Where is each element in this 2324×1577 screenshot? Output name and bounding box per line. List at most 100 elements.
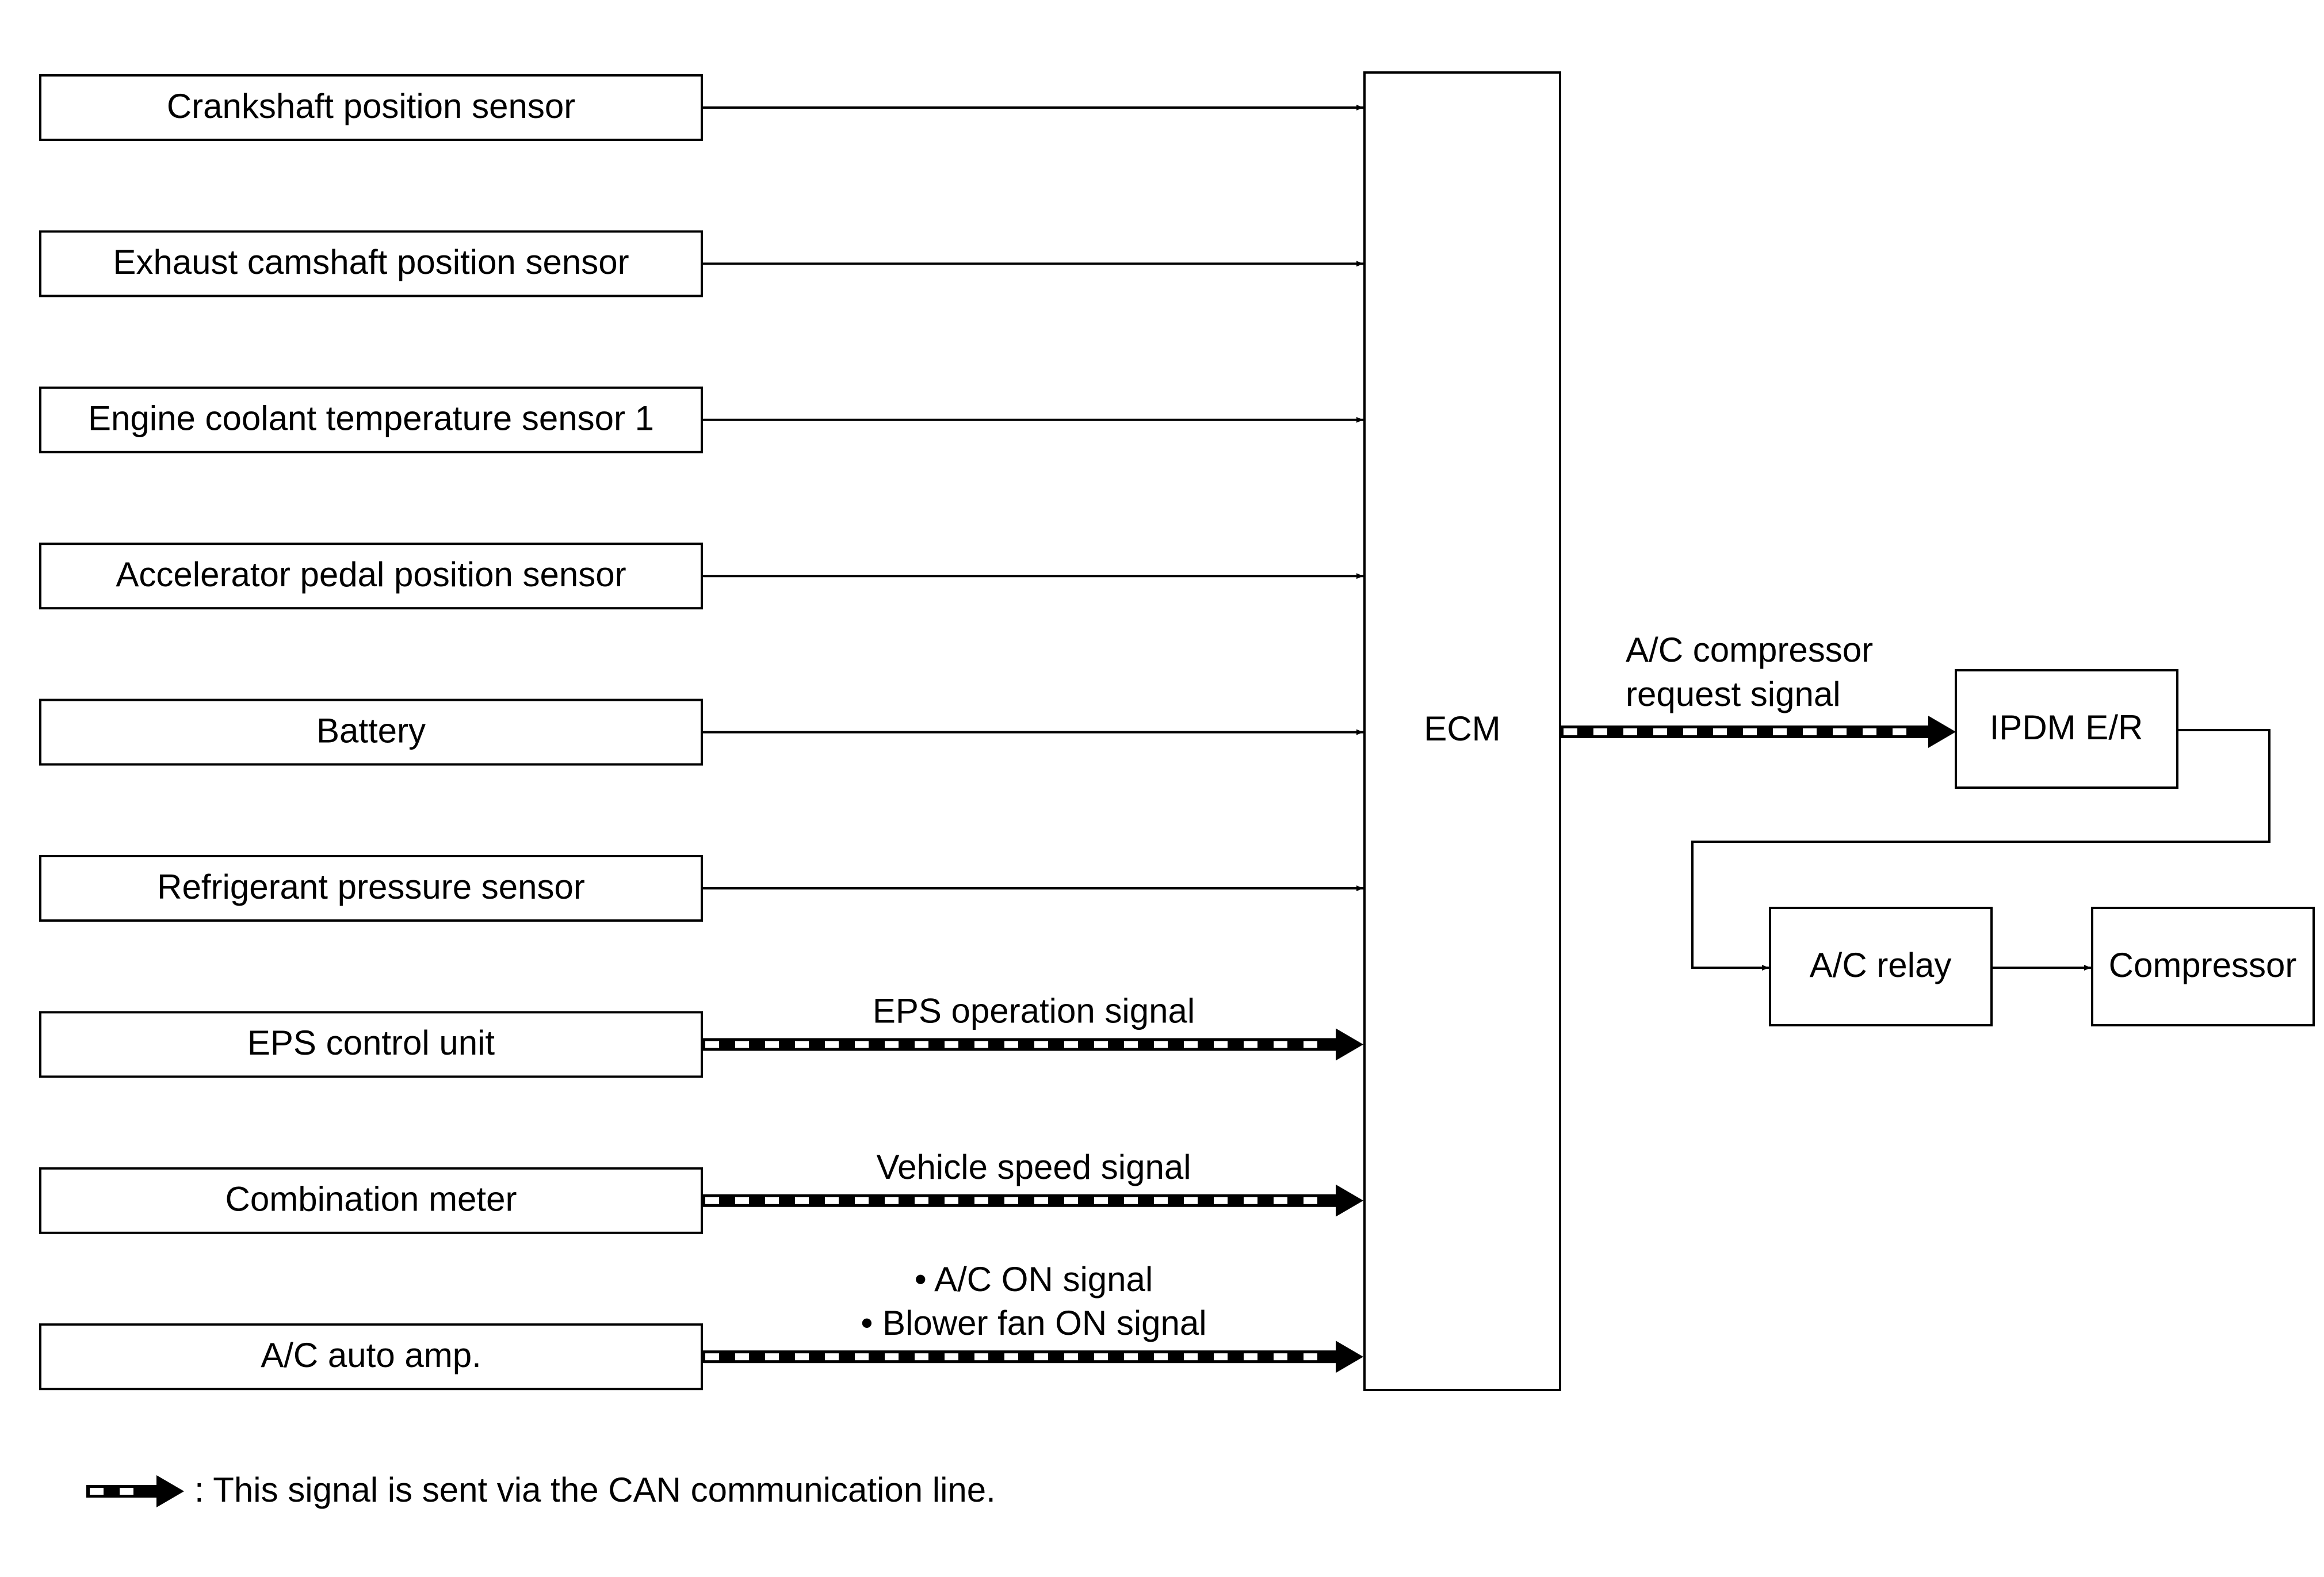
can-dash [1124,1197,1138,1204]
ac-relay-label: A/C relay [1810,946,1952,984]
input-box [39,1167,703,1234]
can-dash [1124,1353,1138,1361]
ipdm-box [1955,669,2178,789]
can-dash [1184,1041,1198,1048]
can-dash [885,1041,899,1048]
can-dash [1184,1353,1198,1361]
can-dash [1244,1197,1257,1204]
can-dash [735,1197,749,1204]
input-box [39,386,703,453]
signal-label: EPS operation signal [873,991,1195,1030]
can-dash [765,1353,779,1361]
ecm-label: ECM [1424,709,1500,748]
input-label: Battery [316,711,426,750]
can-dash [1154,1353,1168,1361]
can-dash [1893,728,1906,735]
input-row: Battery [39,698,1363,766]
input-row: Engine coolant temperature sensor 1 [39,386,1363,453]
can-dash [1094,1353,1108,1361]
can-dash [795,1197,809,1204]
input-box [39,74,703,141]
can-dash [1274,1353,1287,1361]
can-dash [1064,1041,1078,1048]
input-label: Refrigerant pressure sensor [157,868,585,906]
can-arrow-6 [702,1028,1363,1061]
can-dash [1274,1197,1287,1204]
can-dash [825,1197,839,1204]
input-label: EPS control unit [247,1024,495,1062]
can-dash [1064,1353,1078,1361]
input-row: Combination meter Vehicle speed signal [39,1148,1363,1234]
input-label: Exhaust camshaft position sensor [113,243,629,281]
can-dash [945,1353,958,1361]
can-dash [120,1488,133,1495]
can-dash [765,1041,779,1048]
can-dash [1214,1197,1228,1204]
can-dash [1304,1041,1317,1048]
can-dash [1713,728,1727,735]
can-dash [1274,1041,1287,1048]
can-arrow-compressor-request [1560,716,1956,748]
can-dash [974,1197,988,1204]
can-dash [1773,728,1787,735]
can-dash [825,1041,839,1048]
can-dash [1184,1197,1198,1204]
legend-text: : This signal is sent via the CAN commun… [194,1471,996,1509]
can-dash [915,1353,928,1361]
ecm-block: ECM [1363,71,1561,1391]
signal-label: Vehicle speed signal [876,1148,1191,1186]
ac-relay-block: A/C relay [1769,907,1993,1026]
can-dash [1593,728,1607,735]
can-dash [765,1197,779,1204]
can-dash [915,1197,928,1204]
input-label: Combination meter [225,1180,517,1219]
input-row: Accelerator pedal position sensor [39,543,1363,610]
compressor-request-label-line2: request signal [1626,675,1841,713]
legend-can-arrow-icon [86,1475,184,1507]
can-dash [1064,1197,1078,1204]
can-dash [1094,1197,1108,1204]
input-box [39,543,703,610]
input-label: Engine coolant temperature sensor 1 [88,399,654,438]
can-dash [705,1197,719,1204]
can-dash [1094,1041,1108,1048]
can-dash [1034,1197,1048,1204]
input-row: Crankshaft position sensor [39,74,1363,141]
can-dash [1214,1353,1228,1361]
input-label: Crankshaft position sensor [167,87,575,125]
input-label: A/C auto amp. [261,1336,481,1374]
can-dash [795,1353,809,1361]
ipdm-to-ac-relay-line [1691,729,2271,971]
can-dash [1683,728,1697,735]
can-dash [705,1353,719,1361]
input-row: Refrigerant pressure sensor [39,855,1363,922]
can-dash [974,1041,988,1048]
signal-label: • A/C ON signal [915,1260,1153,1299]
legend: : This signal is sent via the CAN commun… [86,1471,996,1509]
can-dash [1244,1041,1257,1048]
can-dash [735,1041,749,1048]
can-arrowhead [1928,716,1956,748]
can-dash [1743,728,1757,735]
can-dash [1004,1353,1018,1361]
can-dash [1833,728,1847,735]
can-dash [735,1353,749,1361]
can-dash [1154,1041,1168,1048]
can-dash [1304,1197,1317,1204]
can-dash [705,1041,719,1048]
can-dash [1154,1197,1168,1204]
compressor-request-label-line1: A/C compressor [1626,631,1873,669]
ipdm-block: IPDM E/R [1955,669,2178,789]
can-dash [90,1488,104,1495]
can-dash [1004,1197,1018,1204]
can-dash [885,1197,899,1204]
can-dash [945,1197,958,1204]
signal-label: • Blower fan ON signal [861,1304,1206,1342]
can-dash [945,1041,958,1048]
can-arrowhead [1336,1341,1363,1373]
input-row: EPS control unit EPS operation signal [39,991,1363,1078]
can-dash [1803,728,1817,735]
can-arrow-8 [702,1341,1363,1373]
